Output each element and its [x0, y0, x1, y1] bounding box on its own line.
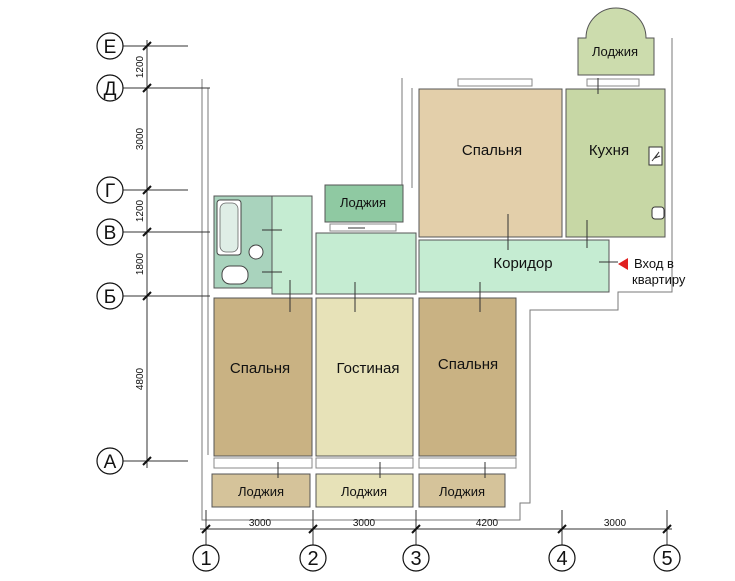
axis-letter-lines	[123, 40, 210, 468]
bedroom-left-fill	[213, 297, 313, 457]
sink-icon	[248, 244, 264, 260]
sink-kitchen-icon	[651, 206, 665, 220]
kitchen-loggia-label: Лоджия	[592, 44, 638, 59]
axis-label-d: Д	[104, 79, 117, 100]
dim-h-3000-a: 3000	[249, 518, 272, 529]
bedroom-mid-label: Спальня	[438, 356, 498, 373]
dim-v-1200-top: 1200	[135, 55, 146, 78]
axis-letter-ticks	[142, 41, 152, 466]
axis-number-ticks	[201, 524, 672, 534]
gas-icon	[651, 151, 661, 162]
entry-label-line1: Вход в	[634, 256, 674, 271]
axis-label-v: В	[104, 223, 117, 244]
axis-label-e: Е	[104, 37, 117, 58]
dim-v-1200: 1200	[135, 199, 146, 222]
entry-arrow-icon	[618, 258, 628, 270]
axis-label-2: 2	[307, 548, 318, 570]
loggia-small-fill	[324, 184, 404, 223]
loggia-b2-fill	[315, 473, 414, 508]
corridor-label: Коридор	[493, 255, 552, 272]
loggia-b3-label: Лоджия	[439, 484, 485, 499]
loggia-small-label: Лоджия	[340, 195, 386, 210]
door-marks	[262, 78, 618, 478]
axis-label-a: А	[104, 452, 117, 473]
corridor-fill	[418, 239, 610, 293]
axis-number-lines	[200, 510, 672, 545]
toilet-icon	[221, 265, 249, 285]
axis-label-1: 1	[200, 548, 211, 570]
kitchen-label: Кухня	[589, 142, 629, 159]
loggia-b1-fill	[211, 473, 311, 508]
walls	[201, 38, 673, 521]
axis-number-markers	[192, 544, 681, 572]
bathtub-inner	[219, 202, 239, 253]
axis-label-5: 5	[661, 548, 672, 570]
axis-label-g: Г	[105, 181, 115, 202]
living-fill	[315, 297, 414, 457]
bedroom-mid-fill	[418, 297, 517, 457]
loggia-b3-fill	[418, 473, 506, 508]
axis-label-4: 4	[556, 548, 567, 570]
loggia-b2-label: Лоджия	[341, 484, 387, 499]
axis-label-3: 3	[410, 548, 421, 570]
bedroom-top-label: Спальня	[462, 142, 522, 159]
dim-v-3000: 3000	[135, 127, 146, 150]
hall-fill	[271, 195, 313, 295]
dim-h-3000-b: 3000	[353, 518, 376, 529]
axis-label-b: Б	[104, 287, 116, 308]
dim-v-1800: 1800	[135, 252, 146, 275]
corridor-center-fill	[315, 232, 417, 295]
dim-v-4800: 4800	[135, 367, 146, 390]
bedroom-top-fill	[418, 88, 563, 238]
dim-h-4200: 4200	[476, 518, 499, 529]
loggia-b1-label: Лоджия	[238, 484, 284, 499]
entry-label-line2: квартиру	[632, 272, 686, 287]
living-label: Гостиная	[337, 360, 400, 377]
bedroom-left-label: Спальня	[230, 360, 290, 377]
axis-letter-markers	[96, 32, 124, 475]
dim-h-3000-c: 3000	[604, 518, 627, 529]
kitchen-loggia-fill	[577, 7, 655, 76]
